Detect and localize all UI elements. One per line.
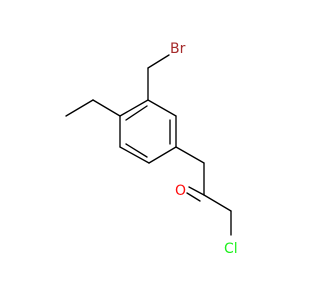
benzene-ring — [119, 99, 177, 164]
oxygen-atom-label: O — [175, 183, 186, 199]
bond-carbonyl-c-to-ch2cl — [203, 194, 232, 212]
molecule-structure-diagram: Br O Cl — [65, 41, 238, 257]
bromomethyl-group: Br — [147, 41, 186, 101]
ring-bond-c5-c6 — [147, 99, 177, 117]
chloropropanone-chain: O Cl — [175, 146, 238, 257]
bond-ring-to-ethyl-ch2 — [92, 99, 121, 117]
ring-bond-c1-c2 — [148, 146, 177, 164]
bromine-atom-label: Br — [170, 41, 186, 57]
bond-ring-to-ch2 — [175, 146, 205, 164]
carbonyl-double-bond-line-2 — [186, 192, 201, 202]
ring-double-bond-inner-c2-c3 — [125, 143, 148, 158]
bond-ethyl-ch2-to-ch3 — [65, 99, 94, 117]
carbonyl-double-bond-line-1 — [188, 186, 205, 196]
chlorine-atom-label: Cl — [224, 241, 238, 257]
ring-bond-c2-c3 — [119, 146, 150, 164]
ring-double-bond-inner-c4-c5 — [125, 105, 148, 121]
ethyl-group — [65, 99, 121, 117]
ring-bond-c4-c5 — [119, 99, 149, 117]
bond-ch2-to-br — [147, 54, 170, 69]
